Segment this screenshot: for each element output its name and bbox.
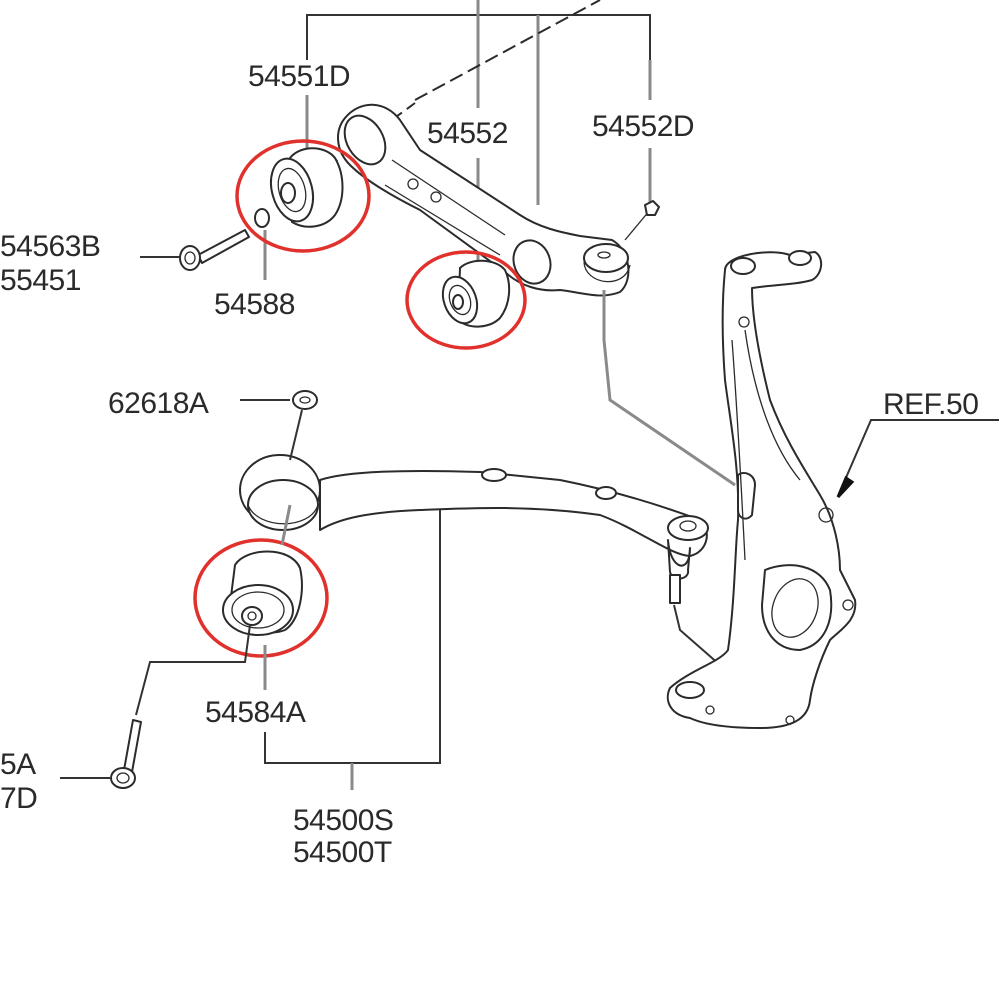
label-5A: 5A — [0, 748, 36, 781]
leader-bolt-to-bushing — [135, 624, 251, 716]
highlight-circle-54584A — [193, 538, 329, 658]
nut-54552D — [644, 200, 660, 216]
leader-REF — [844, 419, 999, 481]
nut-62618A — [292, 390, 318, 410]
label-54584A: 54584A — [205, 696, 306, 729]
label-54588: 54588 — [214, 288, 295, 321]
upper-bracket-leaders — [305, 0, 652, 262]
label-55451: 55451 — [0, 264, 81, 297]
bolt-54563B — [179, 229, 250, 271]
washer-54588 — [254, 208, 270, 228]
lower-control-arm — [239, 454, 721, 666]
label-REF: REF.50 — [883, 388, 978, 421]
label-54551D: 54551D — [248, 60, 350, 93]
leader-arm-to-knuckle — [602, 290, 736, 487]
leader-balljoint-knuckle — [673, 604, 721, 666]
label-62618A: 62618A — [108, 387, 209, 420]
bolt-lower — [110, 719, 142, 789]
steering-knuckle — [666, 250, 857, 729]
arrow-head-icon — [836, 475, 855, 499]
label-54500S: 54500S — [293, 804, 393, 837]
dashed-axis-line — [414, 0, 601, 101]
bushing-54584A — [222, 550, 303, 636]
bushing-54552 — [441, 259, 511, 328]
bushing-54551D — [254, 147, 344, 228]
label-54500T: 54500T — [293, 836, 392, 869]
leader-arm-to-bushing — [280, 504, 292, 546]
highlight-circle-54552 — [405, 250, 527, 350]
label-7D: 7D — [0, 782, 37, 815]
label-54552D: 54552D — [592, 110, 694, 143]
label-54563B: 54563B — [0, 230, 100, 263]
label-54552: 54552 — [427, 117, 508, 150]
leader-nut-to-arm — [289, 409, 303, 461]
upper-link-arm — [337, 103, 736, 487]
highlight-circle-54551D — [235, 139, 371, 253]
